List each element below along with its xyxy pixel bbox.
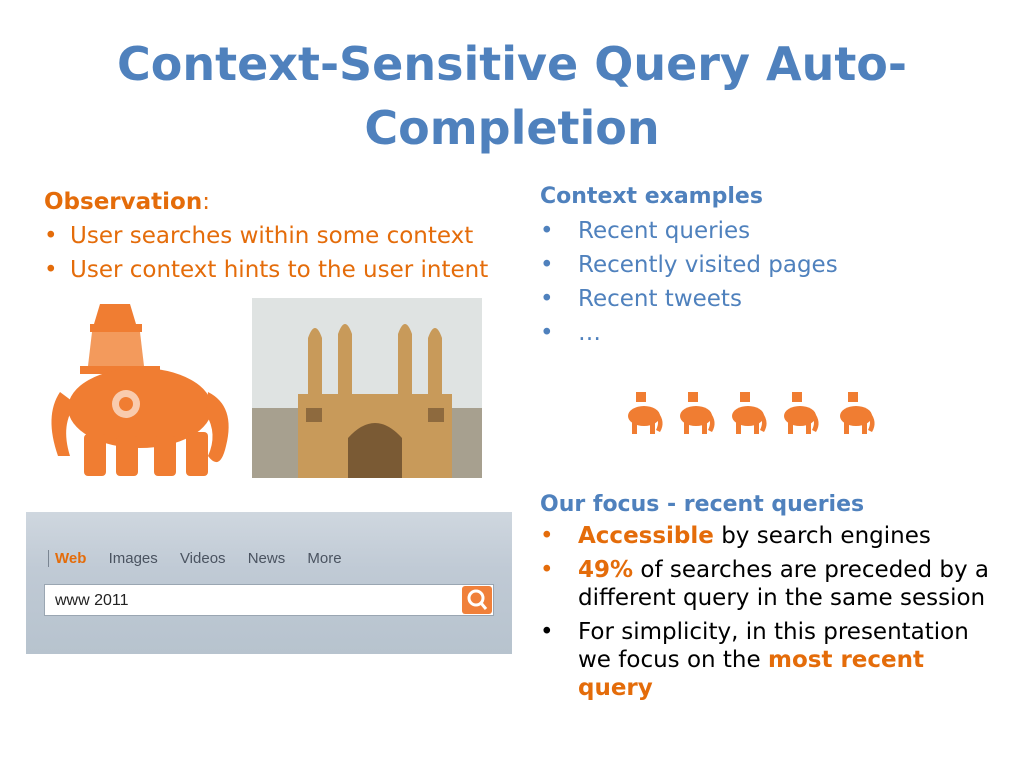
search-input[interactable]: www 2011	[44, 584, 494, 616]
context-examples-heading: Context examples	[540, 184, 763, 209]
charminar-illustration	[252, 298, 482, 478]
tab-more[interactable]: More	[307, 550, 342, 567]
list-item: •User context hints to the user intent	[44, 253, 514, 287]
bullet: •	[540, 252, 554, 278]
list-item: •Recently visited pages	[540, 248, 1000, 282]
focus-block: Our focus - recent queries •Accessible b…	[540, 488, 1000, 708]
bullet: •	[540, 286, 554, 312]
list-item: •User searches within some context	[44, 219, 514, 253]
elephant-row-illustration	[628, 392, 875, 434]
observation-block: Observation: •User searches within some …	[44, 186, 514, 287]
elephant-illustration	[51, 304, 229, 476]
list-item: •Accessible by search engines	[540, 523, 931, 549]
list-item: •Recent tweets	[540, 282, 1000, 316]
bullet: •	[540, 218, 554, 244]
list-item: •For simplicity, in this presentation we…	[540, 619, 969, 701]
observation-label: Observation	[44, 189, 203, 215]
tab-web[interactable]: Web	[48, 550, 87, 567]
context-examples-list: •Recent queries •Recently visited pages …	[540, 214, 1000, 350]
search-tabs: Web Images Videos News More	[48, 550, 360, 567]
context-examples-block: Context examples •Recent queries •Recent…	[540, 180, 1000, 350]
bullet: •	[44, 223, 58, 249]
observation-list: •User searches within some context •User…	[44, 219, 514, 287]
observation-heading: Observation:	[44, 186, 514, 219]
tab-news[interactable]: News	[247, 550, 286, 567]
tab-images[interactable]: Images	[108, 550, 158, 567]
search-button[interactable]	[462, 586, 492, 614]
list-item: •…	[540, 316, 1000, 350]
search-widget-screenshot: Web Images Videos News More www 2011	[26, 512, 512, 654]
slide-title: Context-Sensitive Query Auto-Completion	[117, 37, 907, 155]
bullet: •	[540, 557, 554, 583]
bullet: •	[540, 619, 554, 645]
list-item: •49% of searches are preceded by a diffe…	[540, 557, 989, 611]
focus-heading: Our focus - recent queries	[540, 492, 865, 517]
focus-list: •Accessible by search engines •49% of se…	[540, 522, 1000, 702]
bullet: •	[540, 523, 554, 549]
tab-videos[interactable]: Videos	[179, 550, 226, 567]
list-item: •Recent queries	[540, 214, 1000, 248]
search-icon	[467, 589, 488, 610]
bullet: •	[44, 257, 58, 283]
bullet: •	[540, 320, 554, 346]
observation-colon: :	[202, 189, 210, 215]
